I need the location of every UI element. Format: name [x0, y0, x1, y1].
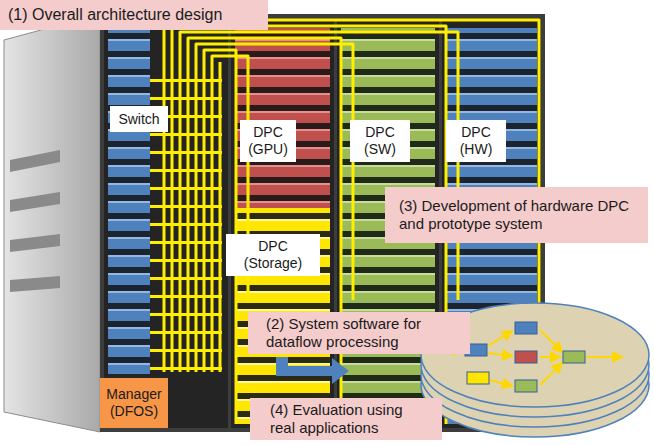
column-label: DPC (SW)	[350, 120, 410, 162]
node-text: DPC (SW)	[354, 124, 406, 158]
node-text: (2) System software for dataflow process…	[266, 315, 452, 351]
column-label: DPC (HW)	[446, 120, 506, 162]
node-text: (4) Evaluation using real applications	[270, 401, 422, 437]
column-label: Switch	[110, 106, 168, 132]
column-label: DPC (Storage)	[226, 234, 320, 276]
node-text: Manager (DFOS)	[103, 386, 165, 420]
column-label: DPC (GPU)	[240, 120, 296, 162]
node-text: Switch	[114, 111, 164, 128]
callout-box: (1) Overall architecture design	[0, 0, 268, 30]
node-text: (3) Development of hardware DPC and prot…	[399, 197, 634, 233]
node-text: DPC (HW)	[450, 124, 502, 158]
node-text: DPC (GPU)	[244, 124, 292, 158]
node-text: DPC (Storage)	[230, 238, 316, 272]
callout-box: (4) Evaluation using real applications	[250, 398, 442, 440]
manager-box: Manager (DFOS)	[100, 378, 168, 428]
callout-box: (2) System software for dataflow process…	[248, 312, 470, 354]
node-text: (1) Overall architecture design	[8, 5, 260, 24]
callout-box: (3) Development of hardware DPC and prot…	[385, 187, 648, 243]
